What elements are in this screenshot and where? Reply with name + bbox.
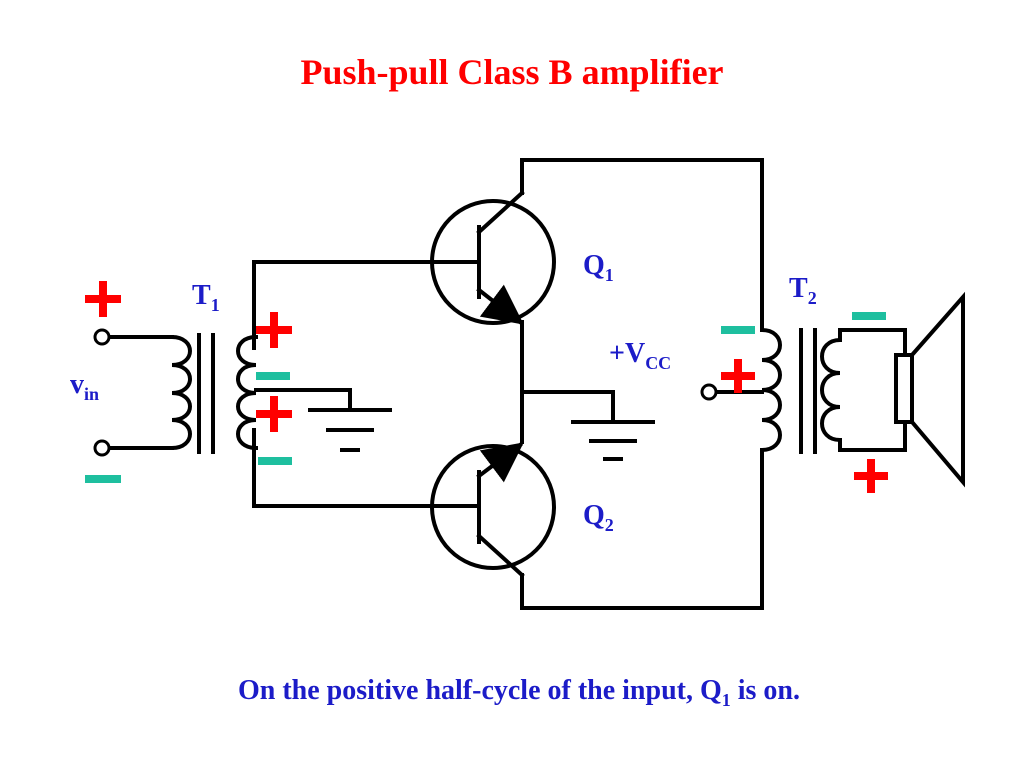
wire-t1-to-q1-base bbox=[252, 260, 479, 350]
ground-icon bbox=[571, 420, 655, 461]
wire-speaker-top bbox=[838, 328, 907, 357]
minus-sign-icon bbox=[85, 475, 121, 483]
t2-secondary-coil bbox=[820, 337, 843, 443]
vcc-label: +VCC bbox=[609, 338, 671, 373]
transformer-icon bbox=[169, 333, 259, 454]
wire-q2-collector-to-t2 bbox=[520, 448, 764, 610]
q2-label: Q2 bbox=[583, 500, 614, 535]
pnp-transistor-icon bbox=[430, 442, 556, 578]
plus-sign-icon bbox=[85, 281, 121, 317]
wire-emitter-to-ground bbox=[520, 390, 615, 424]
minus-sign-icon bbox=[721, 326, 755, 334]
speaker-cone bbox=[909, 291, 965, 488]
t2-label: T2 bbox=[789, 273, 817, 308]
vin-top-terminal bbox=[93, 328, 111, 346]
vin-bottom-terminal bbox=[93, 439, 111, 457]
minus-sign-icon bbox=[256, 372, 290, 380]
wire-t1-to-q2-base bbox=[252, 428, 479, 508]
plus-sign-icon bbox=[256, 396, 292, 432]
q1-label: Q1 bbox=[583, 250, 614, 285]
page-title: Push-pull Class B amplifier bbox=[300, 52, 723, 92]
speaker-icon bbox=[894, 291, 965, 488]
minus-sign-icon bbox=[852, 312, 886, 320]
plus-sign-icon bbox=[854, 459, 888, 493]
vcc-terminal bbox=[700, 383, 718, 401]
transformer-icon bbox=[759, 327, 843, 454]
q2-collector-lead bbox=[476, 533, 525, 578]
t1-label: T1 bbox=[192, 280, 220, 315]
plus-sign-icon bbox=[721, 359, 755, 393]
minus-sign-icon bbox=[258, 457, 292, 465]
t2-primary-coil bbox=[759, 327, 782, 453]
plus-sign-icon bbox=[256, 312, 292, 348]
q1-emitter-arrow bbox=[479, 284, 524, 325]
t1-secondary-coil bbox=[236, 334, 259, 451]
wire-speaker-bottom bbox=[838, 420, 907, 452]
q1-collector-lead bbox=[476, 190, 525, 235]
caption: On the positive half-cycle of the input,… bbox=[238, 675, 800, 710]
speaker-magnet bbox=[894, 353, 914, 424]
npn-transistor-icon bbox=[430, 190, 556, 325]
t1-primary-coil bbox=[169, 334, 192, 451]
wire-q1-collector-to-t2 bbox=[520, 158, 764, 332]
ground-icon bbox=[308, 408, 392, 452]
wire-t1-centertap-to-ground bbox=[254, 388, 352, 412]
q2-emitter-arrow bbox=[479, 442, 524, 483]
vin-label: vin bbox=[70, 369, 99, 404]
